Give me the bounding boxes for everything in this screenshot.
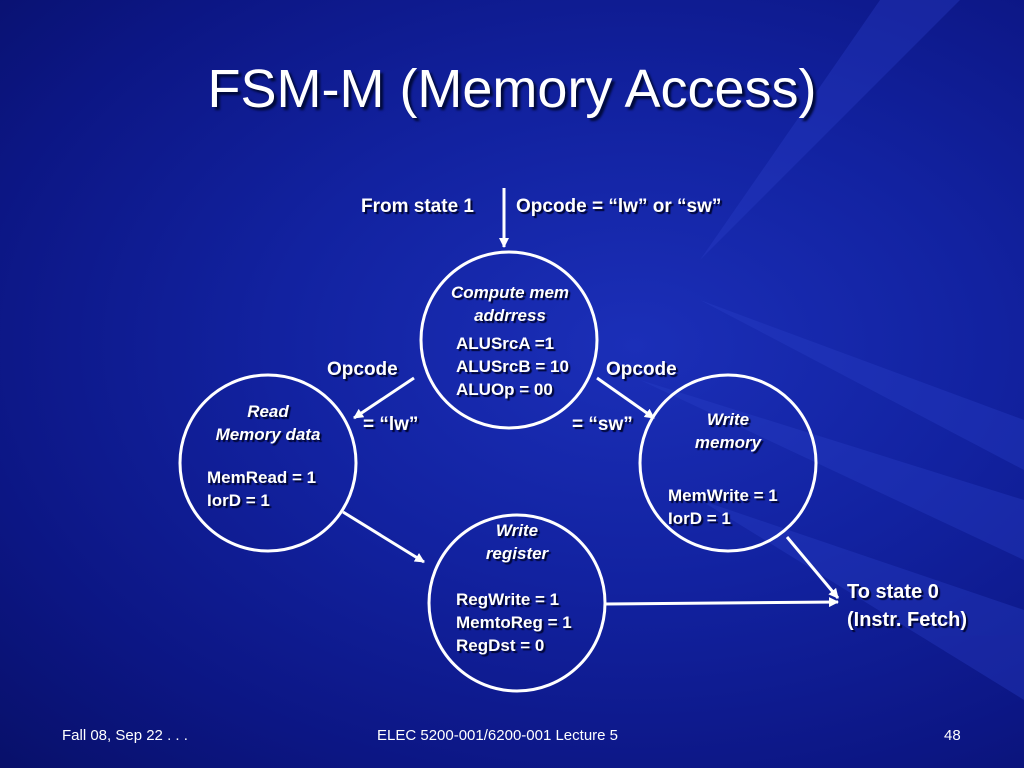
- signal-aluop: ALUOp = 00: [456, 380, 553, 399]
- slide-title: FSM-M (Memory Access): [207, 59, 817, 119]
- state-write-register-signals: RegWrite = 1 MemtoReg = 1 RegDst = 0: [456, 588, 572, 657]
- state-compute-name-line1: Compute mem: [450, 283, 570, 302]
- footer-course: ELEC 5200-001/6200-001 Lecture 5: [377, 727, 619, 744]
- state-write-memory-name-line1: Write: [706, 410, 750, 429]
- state-read-name-line2: Memory data: [215, 425, 321, 444]
- signal-memtoreg: MemtoReg = 1: [456, 613, 572, 632]
- state-read-signals: MemRead = 1 IorD = 1: [207, 466, 316, 512]
- exit-label-line1: To state 0: [847, 581, 939, 603]
- state-write-register-name-line2: register: [485, 544, 549, 563]
- signal-regwrite: RegWrite = 1: [456, 590, 560, 609]
- state-read-name: Read Memory data: [188, 400, 348, 446]
- state-compute-circle: [419, 250, 599, 430]
- state-write-memory-name-line2: memory: [694, 433, 762, 452]
- arrow-write-memory-to-exit: [785, 536, 840, 599]
- transition-sw-value-label: = “sw”: [572, 414, 633, 435]
- state-write-memory-name: Write memory: [648, 408, 808, 454]
- signal-memread: MemRead = 1: [207, 468, 317, 487]
- arrow-to-write-memory: [596, 376, 655, 420]
- state-compute-name: Compute mem addrress: [430, 281, 590, 327]
- state-write-register-name-line1: Write: [495, 521, 539, 540]
- arrow-write-register-to-exit: [604, 597, 839, 608]
- transition-lw-value-label: = “lw”: [363, 414, 419, 435]
- state-read-circle: [178, 373, 358, 553]
- signal-iord-write: IorD = 1: [668, 509, 731, 528]
- state-write-memory-circle: [638, 373, 818, 553]
- transition-lw-opcode-label: Opcode: [327, 359, 398, 380]
- state-write-register-name: Write register: [437, 519, 597, 565]
- signal-alusrca: ALUSrcA =1: [456, 334, 555, 353]
- entry-condition-label: Opcode = “lw” or “sw”: [516, 196, 722, 217]
- footer-date: Fall 08, Sep 22 . . .: [62, 727, 188, 744]
- signal-regdst: RegDst = 0: [456, 636, 545, 655]
- state-write-memory-signals: MemWrite = 1 IorD = 1: [668, 484, 778, 530]
- arrow-to-read: [353, 376, 415, 420]
- state-read-name-line1: Read: [247, 402, 289, 421]
- state-compute-name-line2: addrress: [474, 306, 546, 325]
- exit-label-line2: (Instr. Fetch): [847, 609, 968, 631]
- exit-label: To state 0 (Instr. Fetch): [847, 578, 967, 634]
- arrow-to-write-register: [342, 510, 425, 564]
- signal-memwrite: MemWrite = 1: [668, 486, 778, 505]
- transition-sw-opcode-label: Opcode: [606, 359, 677, 380]
- signal-iord-read: IorD = 1: [207, 491, 270, 510]
- footer-page-number: 48: [944, 727, 961, 744]
- signal-alusrcb: ALUSrcB = 10: [456, 357, 569, 376]
- entry-from-label: From state 1: [361, 196, 474, 217]
- state-compute-signals: ALUSrcA =1 ALUSrcB = 10 ALUOp = 00: [456, 332, 569, 401]
